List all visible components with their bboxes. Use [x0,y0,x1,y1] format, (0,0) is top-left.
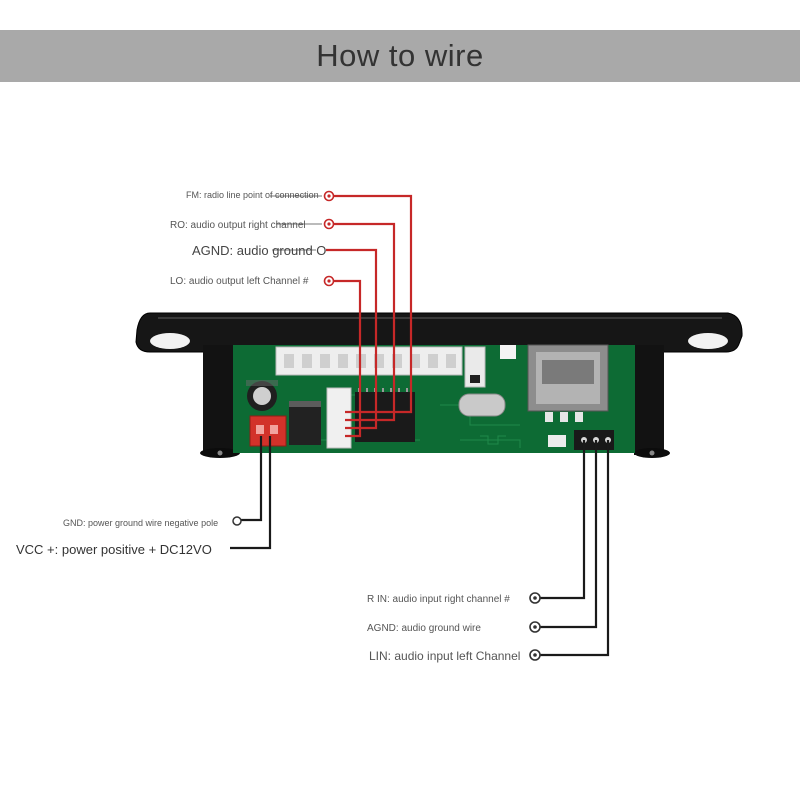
lead-agnd-in [540,440,598,629]
lead-gnd [240,436,263,522]
input-leads [540,440,610,657]
label-lin: LIN: audio input left Channel [369,649,520,663]
label-agnd-out: AGND: audio ground O [192,243,326,258]
lead-fm [333,194,413,414]
input-terminal-markers [529,592,541,661]
mount-hole-left [150,333,190,349]
label-agnd-in: AGND: audio ground wire [367,623,481,634]
label-ro: RO: audio output right channel [170,220,306,231]
power-leads [230,436,272,550]
lead-rin [540,440,586,600]
lead-lin [540,440,610,657]
label-rin: R IN: audio input right channel # [367,594,510,605]
mount-hole-right [688,333,728,349]
label-vcc: VCC +: power positive + DC12VO [16,542,212,557]
bracket-left [203,345,237,455]
page-title: How to wire [316,38,484,73]
crystal-oscillator [458,393,506,417]
top-leads [326,194,413,438]
top-terminal-markers [323,190,335,287]
power-connector [249,415,287,447]
title-banner: How to wire [0,30,800,82]
lead-lo [333,279,362,438]
lead-connector [326,387,352,449]
lead-vcc [230,436,272,550]
label-gnd: GND: power ground wire negative pole [63,518,218,528]
label-fm: FM: radio line point of connection [186,190,319,200]
decoder-chip [355,392,415,442]
front-panel [135,312,743,353]
regulator-chip [289,405,321,445]
bracket-right [634,345,664,455]
label-lo: LO: audio output left Channel # [170,276,309,287]
terminal-gnd [232,516,242,526]
mp3-decoder-module [135,312,743,458]
lead-ro [333,222,396,422]
